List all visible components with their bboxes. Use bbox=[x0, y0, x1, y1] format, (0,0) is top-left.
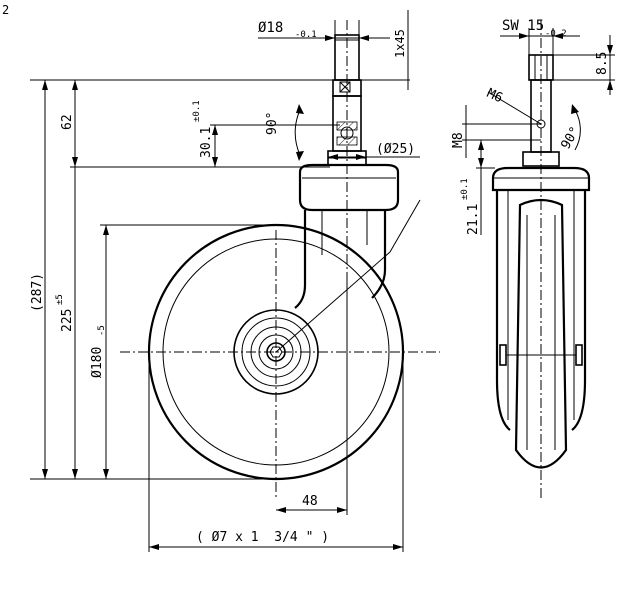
axle-end-right bbox=[575, 344, 583, 366]
height-62-label: 62 bbox=[60, 114, 75, 130]
side-fork-legs bbox=[495, 190, 587, 431]
wrench-size-tol: -0.2 bbox=[545, 29, 567, 39]
side-collar bbox=[522, 151, 560, 167]
height-225-label: 225 bbox=[60, 309, 75, 332]
chamfer-label: 1x45 bbox=[393, 29, 407, 58]
axle-end-left bbox=[499, 344, 507, 366]
wheel-dia-tol: -5 bbox=[97, 325, 107, 336]
pivot-height-tol: ±0.1 bbox=[192, 100, 202, 122]
side-height-tol: ±0.1 bbox=[460, 178, 470, 200]
wrench-size-label: SW 15 bbox=[502, 18, 544, 34]
side-height-label: 21.1 bbox=[466, 204, 481, 235]
offset-48-label: 48 bbox=[302, 494, 318, 509]
stem-dia-label: Ø18 bbox=[258, 20, 283, 36]
height-225-tol: ±5 bbox=[55, 294, 65, 305]
axle-hex bbox=[269, 346, 283, 358]
bolt-m8-label: M8 bbox=[451, 132, 466, 148]
pivot-height-label: 30.1 bbox=[199, 127, 214, 158]
thread-m6-label: M6 bbox=[484, 86, 505, 106]
overall-height-label: (287) bbox=[30, 273, 45, 312]
side-wheel bbox=[514, 198, 568, 469]
wheel-tread bbox=[162, 238, 390, 466]
angle-right-label: 90° bbox=[558, 124, 583, 152]
angle-left-label: 90° bbox=[265, 112, 280, 135]
axle-nut bbox=[266, 342, 286, 362]
wheel-hub-outer bbox=[233, 309, 319, 395]
drawing-marker: 2 bbox=[2, 3, 9, 17]
wheel-dia-label: Ø180 bbox=[90, 347, 105, 378]
wheel-size-note: ( Ø7 x 1 3/4 " ) bbox=[196, 530, 329, 545]
stem-dia-tol: -0.1 bbox=[295, 30, 317, 40]
top-length-label: 8.5 bbox=[595, 52, 610, 75]
front-view: 90° Ø18 -0.1 1x45 62 30.1 ±0.1 (Ø25) bbox=[30, 10, 440, 552]
side-view: SW 15 -0.2 8.5 M6 M8 90° 21.1 ±0.1 bbox=[451, 18, 615, 500]
collar-dia-label: (Ø25) bbox=[376, 142, 415, 157]
fork-top bbox=[298, 163, 400, 212]
